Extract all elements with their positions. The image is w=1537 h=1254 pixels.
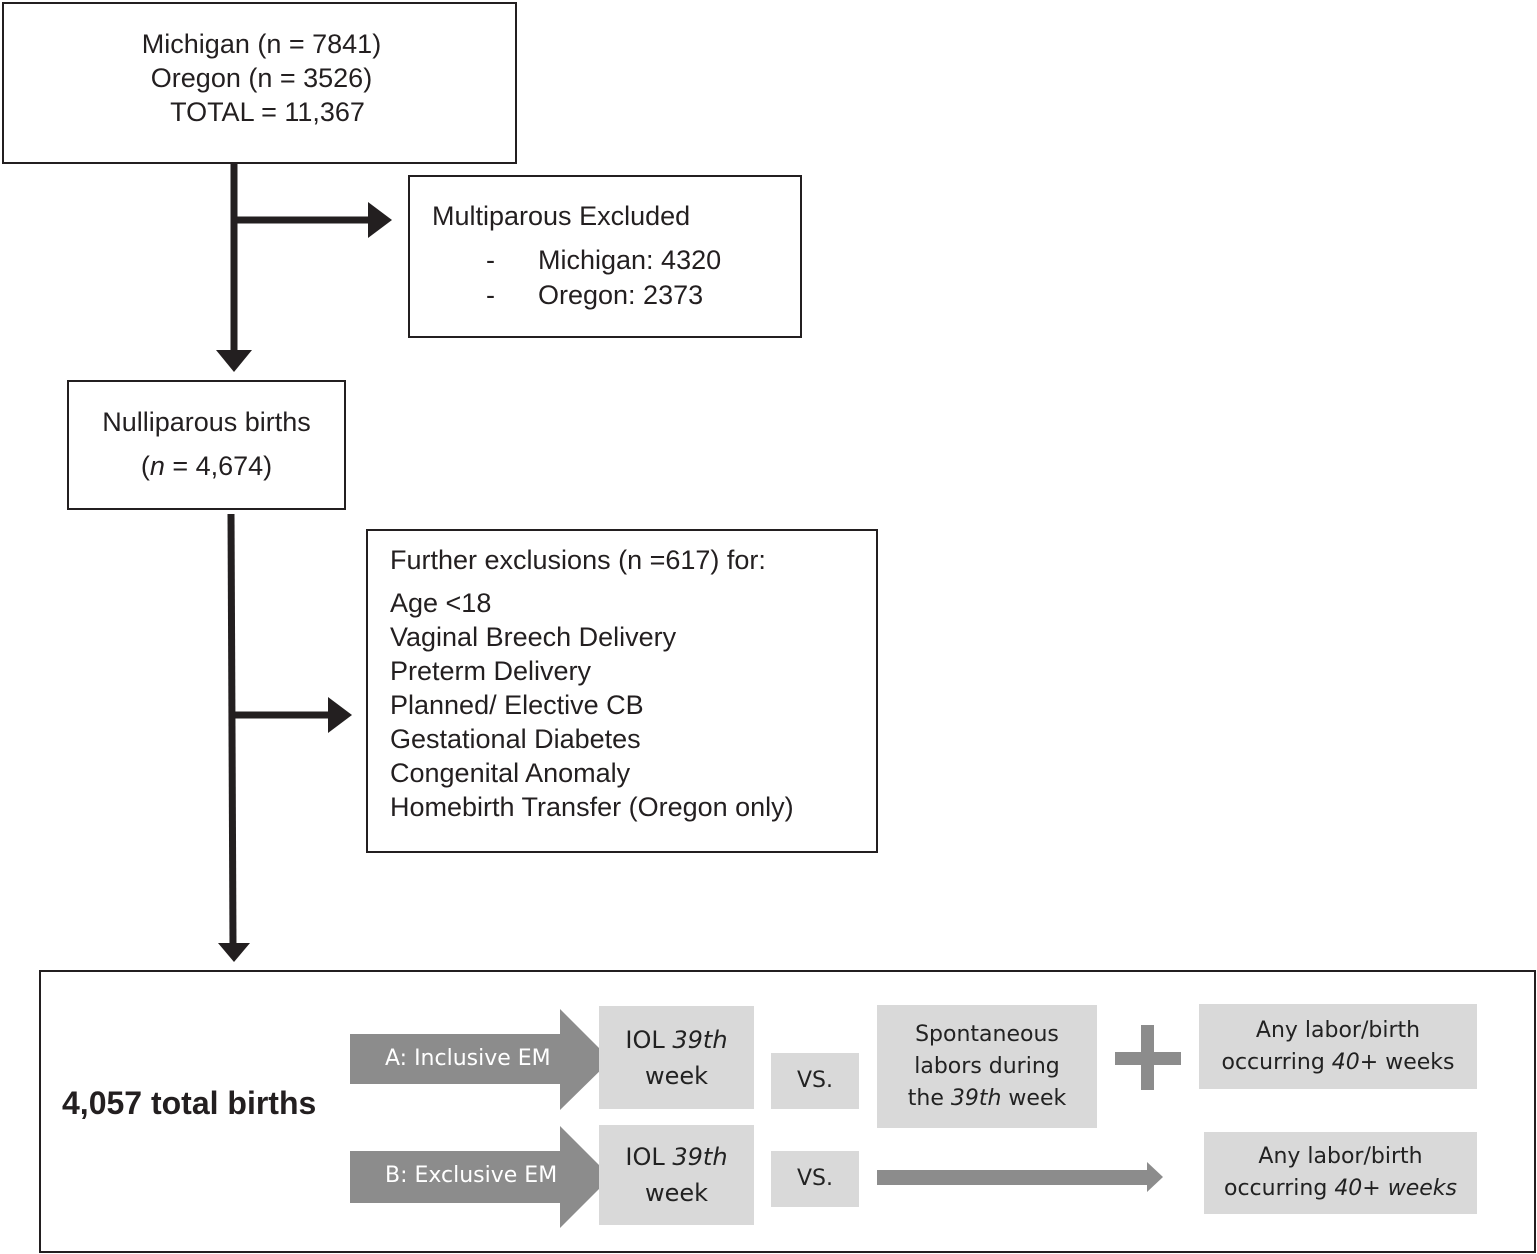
nulliparous-title: Nulliparous births [102, 407, 311, 437]
row-a-spont-line3: the 39th week [907, 1085, 1067, 1111]
row-b-any-labor-box: Any labor/birth occurring 40+ weeks [1204, 1132, 1477, 1214]
exclusion-item: Homebirth Transfer (Oregon only) [390, 792, 794, 822]
multiparous-dash-2: - [486, 280, 495, 310]
exclusion-item: Age <18 [390, 588, 492, 618]
row-b-iol-line1: IOL 39th [625, 1143, 728, 1171]
exclusion-item: Congenital Anomaly [390, 758, 631, 788]
row-a-spontaneous-box: Spontaneous labors during the 39th week [877, 1005, 1097, 1128]
row-a-vs: VS. [796, 1068, 833, 1093]
exclusions-title: Further exclusions (n =617) for: [390, 545, 766, 575]
exclusion-item: Vaginal Breech Delivery [390, 622, 677, 652]
total-births-label: 4,057 total births [62, 1085, 317, 1121]
trunk-line-2 [227, 513, 237, 946]
row-b-vs-box: VS. [771, 1151, 859, 1207]
arrowhead-exclusions [328, 697, 352, 733]
arrowhead-nulliparous [216, 350, 252, 372]
arrow-a-label: A: Inclusive EM [385, 1046, 551, 1071]
source-oregon: Oregon (n = 3526) [150, 63, 373, 93]
further-exclusions-box: Further exclusions (n =617) for: Age <18… [366, 529, 878, 853]
multiparous-michigan: Michigan: 4320 [538, 245, 722, 275]
exclusion-item: Planned/ Elective CB [390, 690, 644, 720]
row-a-iol-box: IOL 39th week [599, 1006, 754, 1109]
arrow-b-label: B: Exclusive EM [385, 1163, 558, 1188]
arrowhead-multiparous [368, 202, 392, 238]
nulliparous-births-box: Nulliparous births (n = 4,674) [67, 380, 346, 510]
row-a-any-line2: occurring 40+ weeks [1221, 1049, 1455, 1075]
source-total: TOTAL = 11,367 [170, 97, 365, 127]
row-b-vs: VS. [796, 1166, 833, 1191]
row-b-iol-line2: week [644, 1179, 709, 1207]
row-a-any-labor-box: Any labor/birth occurring 40+ weeks [1199, 1004, 1477, 1089]
multiparous-oregon: Oregon: 2373 [538, 280, 704, 310]
exclusion-item: Preterm Delivery [390, 656, 592, 686]
nulliparous-count: (n = 4,674) [140, 451, 273, 481]
row-a-iol-line1: IOL 39th [625, 1025, 728, 1054]
source-michigan: Michigan (n = 7841) [141, 29, 382, 59]
multiparous-excluded-box: Multiparous Excluded - Michigan: 4320 - … [408, 175, 802, 338]
arrowhead-final [218, 943, 250, 962]
row-b-any-line2: occurring 40+ weeks [1224, 1176, 1457, 1201]
row-a-spont-line1: Spontaneous [915, 1021, 1059, 1047]
row-b-iol-box: IOL 39th week [599, 1125, 754, 1225]
row-a-vs-box: VS. [771, 1053, 859, 1109]
multiparous-title: Multiparous Excluded [432, 201, 691, 231]
row-b-any-line1: Any labor/birth [1258, 1144, 1423, 1169]
row-a-any-line1: Any labor/birth [1255, 1017, 1421, 1043]
source-box: Michigan (n = 7841) Oregon (n = 3526) TO… [2, 2, 517, 164]
exclusion-item: Gestational Diabetes [390, 724, 641, 754]
row-a-spont-line2: labors during [914, 1053, 1060, 1079]
row-a-iol-line2: week [644, 1061, 709, 1090]
multiparous-dash-1: - [486, 245, 495, 275]
